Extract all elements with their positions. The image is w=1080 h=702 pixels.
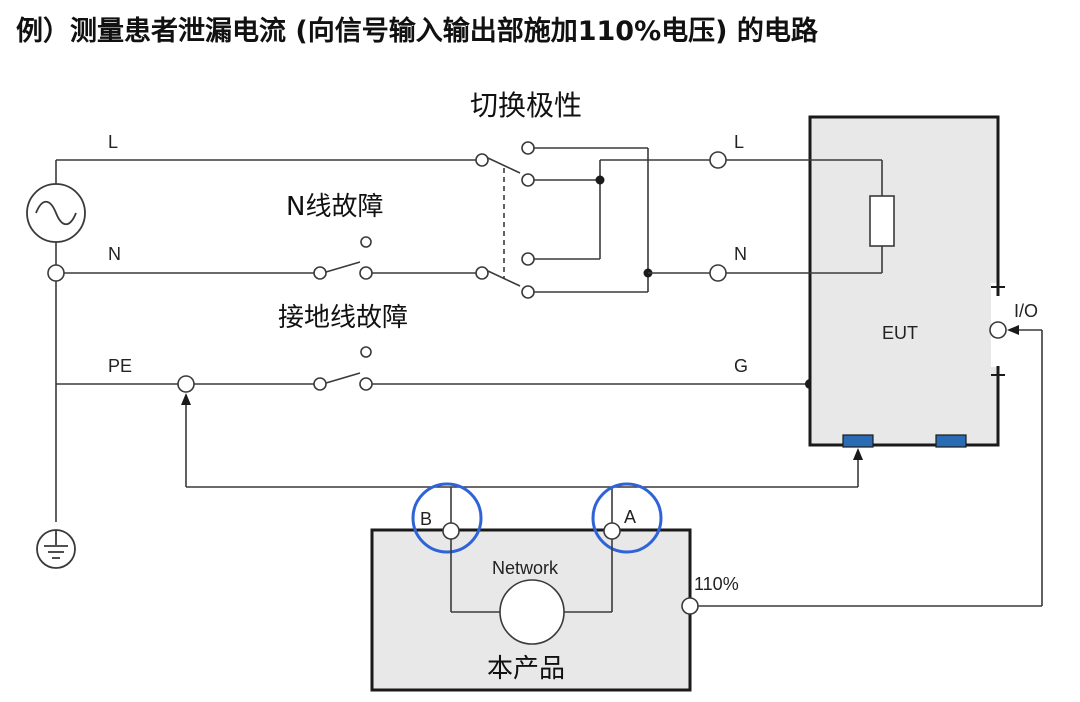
io-label: I/O (1014, 301, 1038, 321)
applied-part-connector (842, 434, 874, 448)
product-label: 本产品 (487, 654, 565, 684)
network-meter (499, 579, 565, 645)
pe-measure-terminal (177, 375, 195, 393)
line-pe-label: PE (108, 356, 132, 376)
earth-ground-icon (36, 529, 76, 569)
applied-part-connector-2 (935, 434, 967, 448)
page-title: 例）测量患者泄漏电流 (向信号输入输出部施加110%电压) 的电路 (16, 15, 819, 47)
eut-load-resistor (869, 195, 895, 247)
line-l-right-label: L (734, 132, 744, 152)
eut-n-terminal (709, 264, 727, 282)
eut-label: EUT (882, 323, 918, 343)
line-l-label: L (108, 132, 118, 152)
ground-fault-label: 接地线故障 (278, 303, 408, 333)
n-fault-switch-terminal (313, 266, 327, 280)
ac-source-icon (26, 183, 86, 243)
terminal-b-label: B (420, 509, 432, 529)
n-source-terminal (47, 264, 65, 282)
line-n-right-label: N (734, 244, 747, 264)
eut-l-terminal (709, 151, 727, 169)
terminal-a-label: A (624, 507, 636, 527)
ground-fault-switch-terminal (313, 377, 327, 391)
terminal-b (442, 522, 460, 540)
network-label: Network (492, 558, 559, 578)
line-n-label: N (108, 244, 121, 264)
switch-polarity-label: 切换极性 (470, 89, 582, 122)
terminal-a-highlight (591, 482, 663, 554)
terminal-a (603, 522, 621, 540)
terminal-b-highlight (411, 482, 483, 554)
io-terminal (989, 321, 1007, 339)
voltage-110-label: 110% (694, 574, 739, 594)
n-fault-label: N线故障 (286, 192, 383, 222)
voltage-output-terminal (681, 597, 699, 615)
eut-box (808, 115, 1000, 447)
line-g-label: G (734, 356, 748, 376)
